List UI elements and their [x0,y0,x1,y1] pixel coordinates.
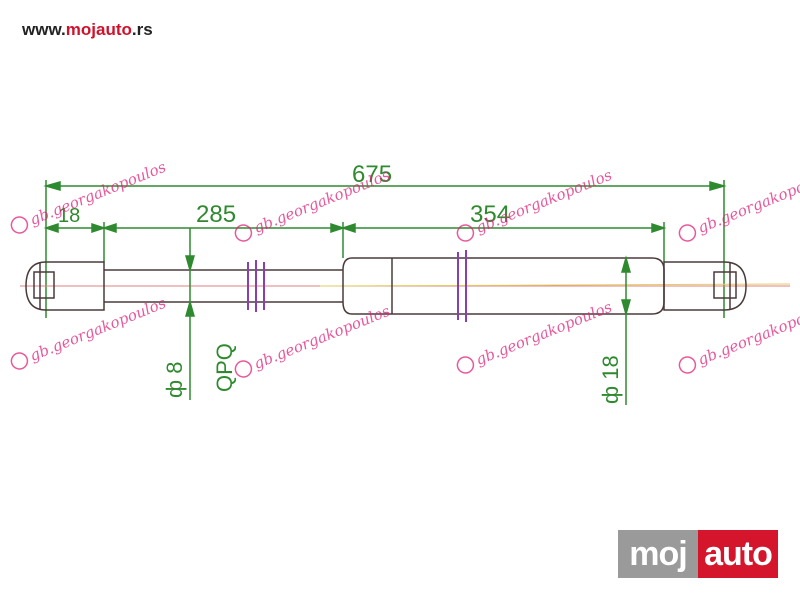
watermark-text: gb.georgakopoulos [251,302,393,373]
watermark-1: gb.georgakopoulos [10,158,169,234]
rod-material-label: QPQ [212,343,237,392]
watermark-emblem-icon [234,224,253,242]
end-fitting-label: 18 [58,205,80,227]
watermark-emblem-icon [678,224,697,242]
overall-length-label: 675 [352,161,392,188]
rod-diameter-label: ф 8 [162,362,187,398]
watermark-2: gb.georgakopoulos [234,166,393,242]
url-suffix: .rs [131,20,153,39]
watermark-emblem-icon [234,360,253,378]
watermark-text: gb.georgakopoulos [27,294,169,365]
rod-length-label: 285 [196,201,236,228]
cylinder-diameter-dimension [621,255,631,405]
cylinder-body [342,257,665,315]
url-prefix: www. [22,20,66,39]
watermark-emblem-icon [678,356,697,374]
right-end-fitting [663,261,747,311]
center-line-yellow [319,283,791,287]
cylinder-diameter-label: ф 18 [598,355,623,404]
watermark-text: gb.georgakopoulos [695,166,800,237]
watermark-text: gb.georgakopoulos [251,166,393,237]
watermark-4: gb.georgakopoulos [678,166,800,242]
watermark-emblem-icon [10,352,29,370]
overall-dimension-line [43,181,727,191]
logo-part-b: auto [698,530,778,578]
segment-dimension-line [43,222,667,234]
cylinder-collar [457,250,467,322]
watermark-emblem-icon [10,216,29,234]
watermark-text: gb.georgakopoulos [27,158,169,229]
rod-collar [247,260,265,312]
logo-part-a: moj [618,530,698,578]
watermark-emblem-icon [456,224,475,242]
extension-lines [45,180,725,318]
watermark-6: gb.georgakopoulos [234,302,393,378]
watermark-emblem-icon [456,356,475,374]
watermarks: gb.georgakopoulos gb.georgakopoulos gb.g… [10,158,800,378]
watermark-text: gb.georgakopoulos [695,298,800,369]
cylinder-length-label: 354 [470,201,510,228]
left-end-fitting [25,261,105,311]
site-url[interactable]: www.mojauto.rs [22,20,153,40]
rod-diameter-dimension [185,228,195,400]
piston-rod [104,269,343,303]
watermark-text: gb.georgakopoulos [473,298,615,369]
mojauto-logo[interactable]: moj auto [618,530,778,578]
url-brand: mojauto [65,20,132,39]
watermark-7: gb.georgakopoulos [456,298,615,374]
